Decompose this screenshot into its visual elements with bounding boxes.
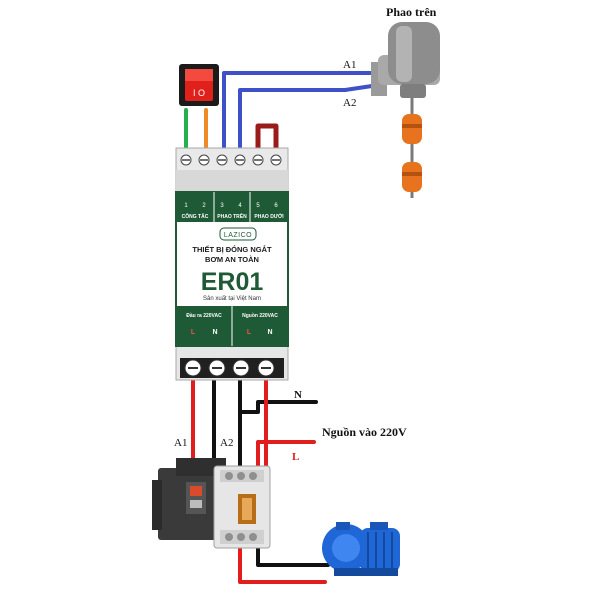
wire-blue-a2-float <box>343 84 374 92</box>
power-input-label: Nguồn vào 220V <box>322 425 407 439</box>
wire-label-n: N <box>294 389 302 401</box>
terminal-number-1: 1 <box>184 203 188 209</box>
wires-bottom <box>191 378 330 584</box>
svg-text:I O: I O <box>193 88 205 98</box>
wire-label-a2-bottom: A2 <box>220 437 233 449</box>
er01-device <box>175 147 289 381</box>
brand-logo: LAZICO <box>224 232 252 239</box>
terminal-group-switch: CÔNG TẮC <box>182 212 209 220</box>
input-l-label: L <box>247 329 252 336</box>
diagram-labels: Phao trên A1 A2 A1 A2 N Nguồn vào 220V L <box>174 5 437 463</box>
terminal-number-3: 3 <box>220 203 224 209</box>
device-title-line1: THIẾT BỊ ĐÓNG NGẮT <box>192 244 272 254</box>
wire-black-pump <box>256 543 330 567</box>
terminals-top <box>180 154 282 166</box>
device-model: ER01 <box>201 268 264 296</box>
device-title-line2: BƠM AN TOÀN <box>205 255 259 264</box>
wire-label-l: L <box>292 451 299 463</box>
float-switch <box>371 22 440 198</box>
terminals-bottom <box>180 358 284 378</box>
device-made-in: Sản xuất tại Việt Nam <box>203 296 261 302</box>
wires-top <box>184 71 374 153</box>
wire-red-pump <box>238 543 327 584</box>
wire-black-n-out <box>238 400 318 414</box>
terminal-number-6: 6 <box>274 203 278 209</box>
terminal-number-5: 5 <box>256 203 260 209</box>
terminal-group-upper-float: PHAO TRÊN <box>217 212 247 220</box>
wire-label-a1-bottom: A1 <box>174 437 187 449</box>
water-pump <box>322 522 400 576</box>
input-n-label: N <box>267 329 272 336</box>
device-labels: 1 2 3 4 5 6 CÔNG TẮC PHAO TRÊN PHAO DƯỚI… <box>182 203 285 336</box>
rocker-switch: I O <box>179 64 219 106</box>
output-l-label: L <box>191 329 196 336</box>
terminal-number-4: 4 <box>238 203 242 209</box>
output-n-label: N <box>212 329 217 336</box>
wire-red-l-in <box>256 440 316 470</box>
terminal-group-lower-float: PHAO DƯỚI <box>254 212 284 220</box>
contactor <box>152 458 271 549</box>
terminal-number-2: 2 <box>202 203 206 209</box>
float-switch-title: Phao trên <box>386 5 437 19</box>
jumper-dark-red <box>255 123 279 153</box>
wire-blue-a2 <box>238 88 347 152</box>
wire-blue-a1 <box>222 71 347 152</box>
wire-label-a1-top: A1 <box>343 59 356 71</box>
input-label: Nguồn 220VAC <box>242 313 278 319</box>
wire-label-a2-top: A2 <box>343 97 356 109</box>
output-label: Đầu ra 220VAC <box>186 313 222 319</box>
